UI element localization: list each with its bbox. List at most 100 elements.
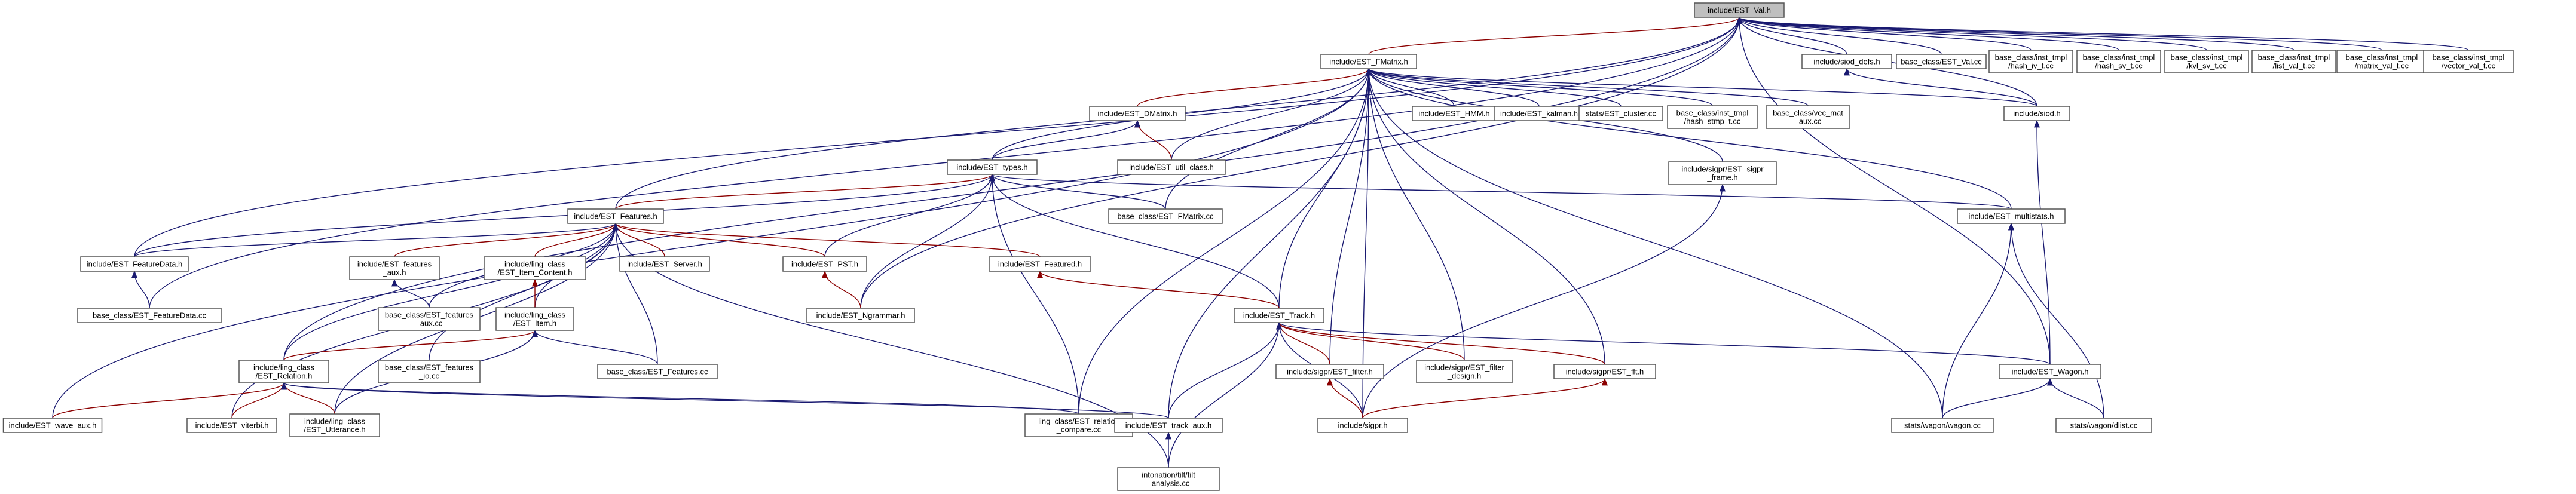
node-wagon[interactable]: include/EST_Wagon.h	[1999, 364, 2101, 379]
node-vec_mat_aux[interactable]: base_class/vec_mat_aux.cc	[1766, 105, 1850, 129]
node-box	[1117, 159, 1226, 175]
node-label: include/EST_Track.h	[1243, 311, 1315, 320]
node-label: base_class/vec_mat	[1773, 109, 1843, 118]
node-features_cc[interactable]: base_class/EST_Features.cc	[597, 364, 718, 379]
edge-wave_aux-to-relation	[52, 382, 287, 419]
node-util_class[interactable]: include/EST_util_class.h	[1117, 159, 1226, 175]
node-siod_defs[interactable]: include/siod_defs.h	[1801, 54, 1892, 69]
node-features_aux[interactable]: include/EST_features_aux.h	[349, 256, 440, 280]
node-list_val[interactable]: base_class/inst_tmpl/list_val_t.cc	[2251, 50, 2336, 73]
node-label: include/ling_class	[253, 363, 314, 372]
edge-multistats-to-fmatrix	[1366, 67, 2012, 210]
node-box	[947, 159, 1038, 175]
node-box	[2076, 50, 2161, 73]
node-label: include/EST_HMM.h	[1418, 109, 1489, 118]
edge-filter_design-to-track	[1276, 321, 1465, 361]
edge-features-to-types	[615, 173, 995, 210]
node-features_aux_cc[interactable]: base_class/EST_features_aux.cc	[378, 307, 481, 331]
node-box	[782, 256, 867, 272]
node-label: include/EST_Wagon.h	[2012, 367, 2089, 376]
node-box	[1668, 161, 1777, 185]
node-featured[interactable]: include/EST_Featured.h	[989, 256, 1091, 272]
edge-featuredata_cc-to-featuredata	[131, 270, 150, 309]
node-siod[interactable]: include/siod.h	[2003, 106, 2070, 121]
edge-util_class-to-fmatrix	[1171, 67, 1372, 161]
edge-relation_compare-to-relation	[281, 382, 1079, 415]
node-label: /kvl_sv_t.cc	[2186, 62, 2227, 70]
edge-track-to-types	[989, 173, 1280, 309]
node-hash_iv[interactable]: base_class/inst_tmpl/hash_iv_t.cc	[1988, 50, 2073, 73]
node-box	[1117, 467, 1220, 491]
node-val_cc[interactable]: base_class/EST_Val.cc	[1896, 54, 1987, 69]
node-features[interactable]: include/EST_Features.h	[567, 208, 664, 224]
node-sigpr_frame[interactable]: include/sigpr/EST_sigpr_frame.h	[1668, 161, 1777, 185]
node-item[interactable]: include/ling_class/EST_Item.h	[495, 307, 574, 331]
node-cluster[interactable]: stats/EST_cluster.cc	[1578, 106, 1663, 121]
node-utterance[interactable]: include/ling_class/EST_Utterance.h	[289, 413, 380, 437]
node-featuredata_cc[interactable]: base_class/EST_FeatureData.cc	[77, 308, 222, 323]
node-box	[378, 360, 481, 383]
node-hmm[interactable]: include/EST_HMM.h	[1412, 106, 1497, 121]
node-kalman[interactable]: include/EST_kalman.h	[1494, 106, 1584, 121]
node-dmatrix[interactable]: include/EST_DMatrix.h	[1089, 106, 1186, 121]
node-featuredata[interactable]: include/EST_FeatureData.h	[80, 256, 189, 272]
node-matrix_val[interactable]: base_class/inst_tmpl/matrix_val_t.cc	[2336, 50, 2427, 73]
edge-server-to-features	[612, 222, 665, 257]
node-ngrammar[interactable]: include/EST_Ngrammar.h	[806, 308, 915, 323]
node-vector_val[interactable]: base_class/inst_tmpl/vector_val_t.cc	[2423, 50, 2514, 73]
node-hash_stmp[interactable]: base_class/inst_tmpl/hash_stmp_t.cc	[1667, 105, 1758, 129]
node-label: _frame.h	[1706, 173, 1737, 182]
node-track_aux[interactable]: include/EST_track_aux.h	[1114, 418, 1223, 433]
node-pst[interactable]: include/EST_PST.h	[782, 256, 867, 272]
edge-track_aux-to-track	[1168, 321, 1283, 419]
node-tilt_analysis[interactable]: intonation/tilt/tilt_analysis.cc	[1117, 467, 1220, 491]
node-label: include/sigpr/EST_fft.h	[1566, 367, 1644, 376]
node-filter[interactable]: include/sigpr/EST_filter.h	[1275, 364, 1384, 379]
node-box	[1801, 54, 1892, 69]
node-box	[1320, 54, 1417, 69]
node-types[interactable]: include/EST_types.h	[947, 159, 1038, 175]
node-relation[interactable]: include/ling_class/EST_Relation.h	[238, 360, 329, 383]
node-server[interactable]: include/EST_Server.h	[619, 256, 710, 272]
node-multistats[interactable]: include/EST_multistats.h	[1957, 208, 2066, 224]
node-label: /EST_Item_Content.h	[497, 268, 572, 277]
node-label: include/ling_class	[504, 260, 565, 269]
node-filter_design[interactable]: include/sigpr/EST_filter_design.h	[1416, 360, 1513, 383]
edge-multistats-to-types	[989, 173, 2012, 210]
node-box	[1553, 364, 1656, 379]
node-fft[interactable]: include/sigpr/EST_fft.h	[1553, 364, 1656, 379]
edge-siod_defs-to-val	[1736, 16, 1847, 55]
edge-features_io-to-features	[429, 222, 619, 361]
node-label: include/EST_multistats.h	[1968, 212, 2054, 221]
node-label: include/EST_PST.h	[791, 260, 858, 269]
node-label: base_class/EST_FMatrix.cc	[1117, 212, 1214, 221]
node-label: base_class/inst_tmpl	[2258, 53, 2330, 62]
edge-fft-to-fmatrix	[1365, 67, 1605, 365]
node-viterbi[interactable]: include/EST_viterbi.h	[186, 418, 277, 433]
node-label: include/EST_Val.h	[1708, 6, 1771, 15]
node-label: /hash_sv_t.cc	[2095, 62, 2143, 70]
node-track[interactable]: include/EST_Track.h	[1234, 308, 1324, 323]
node-fmatrix_cc[interactable]: base_class/EST_FMatrix.cc	[1108, 208, 1223, 224]
edge-hash_iv-to-val	[1736, 16, 2032, 51]
edge-relation_compare-to-types	[989, 173, 1079, 415]
node-kvl_sv[interactable]: base_class/inst_tmpl/kvl_sv_t.cc	[2164, 50, 2249, 73]
node-dlist_cc[interactable]: stats/wagon/dlist.cc	[2055, 418, 2152, 433]
node-label: stats/EST_cluster.cc	[1586, 109, 1656, 118]
node-val[interactable]: include/EST_Val.h	[1694, 2, 1785, 18]
node-features_io[interactable]: base_class/EST_features_io.cc	[378, 360, 481, 383]
node-hash_sv[interactable]: base_class/inst_tmpl/hash_sv_t.cc	[2076, 50, 2161, 73]
edge-tilt_analysis-to-track	[1168, 321, 1283, 468]
node-wagon_cc[interactable]: stats/wagon/wagon.cc	[1891, 418, 1994, 433]
edge-ngrammar-to-types	[860, 173, 996, 309]
node-sigpr[interactable]: include/sigpr.h	[1317, 418, 1408, 433]
node-box	[1694, 2, 1785, 18]
node-fmatrix[interactable]: include/EST_FMatrix.h	[1320, 54, 1417, 69]
node-item_content[interactable]: include/ling_class/EST_Item_Content.h	[484, 256, 586, 280]
edge-pst-to-types	[824, 173, 995, 257]
node-wave_aux[interactable]: include/EST_wave_aux.h	[2, 418, 103, 433]
edge-dlist_cc-to-wagon	[2046, 378, 2104, 419]
edge-hash_stmp-to-fmatrix	[1366, 67, 1713, 106]
